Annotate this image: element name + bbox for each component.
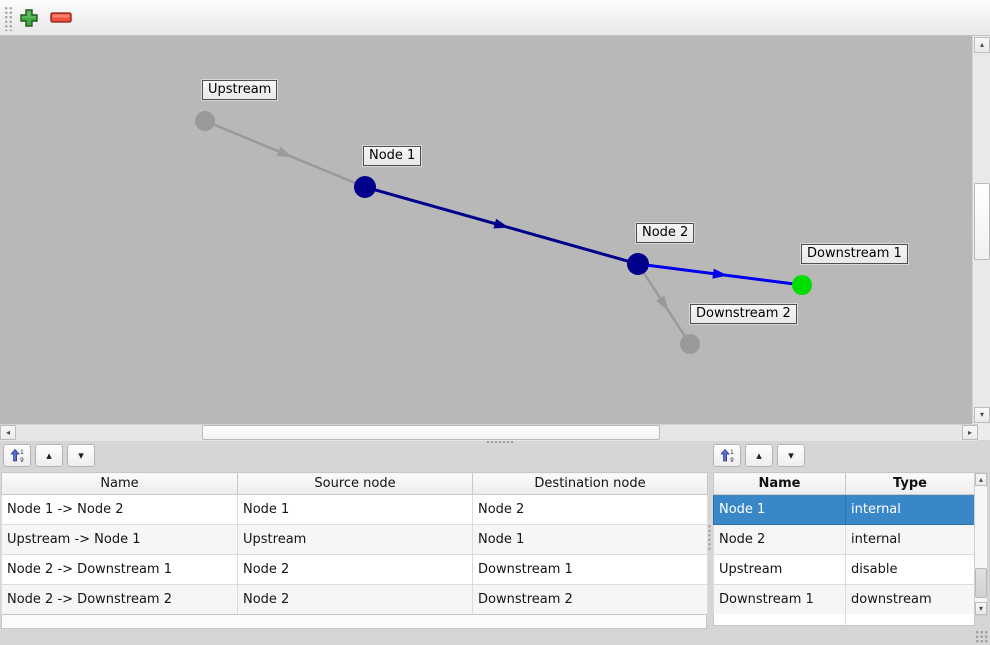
node-table-scroll-thumb[interactable] (975, 568, 987, 598)
scroll-left-button[interactable]: ◂ (0, 425, 16, 440)
scroll-down-button[interactable]: ▾ (975, 602, 987, 615)
edge-cell: Node 1 (237, 494, 473, 525)
svg-text:9: 9 (20, 458, 24, 463)
edge-table-bottom-strip (1, 614, 707, 629)
scroll-up-button[interactable]: ▴ (975, 473, 987, 486)
node-column-header-type[interactable]: Type (845, 472, 975, 495)
main-toolbar (0, 0, 990, 36)
graph-svg (195, 111, 812, 354)
edge-cell: Node 1 (472, 524, 708, 555)
edge-cell: Node 2 -> Downstream 1 (1, 554, 238, 585)
edge-cell: Downstream 1 (472, 554, 708, 585)
edge-cell: Node 2 (472, 494, 708, 525)
node-label-downstream2[interactable]: Downstream 2 (689, 303, 798, 325)
toolbar-drag-handle[interactable] (3, 5, 12, 31)
node-cell: Node 1 (713, 494, 846, 525)
node-table-toolbar: 1 9 ▴ ▾ (713, 444, 805, 468)
arrow-up-icon: ▴ (756, 450, 762, 462)
sort-edges-button[interactable]: 1 9 (3, 444, 31, 467)
move-edge-down-button[interactable]: ▾ (67, 444, 95, 467)
graph-node-upstream[interactable] (195, 111, 215, 131)
node-label-node2[interactable]: Node 2 (634, 222, 696, 244)
edge-column-header-source-node[interactable]: Source node (237, 472, 473, 495)
scroll-right-button[interactable]: ▸ (962, 425, 978, 440)
node-cell: disable (845, 554, 975, 585)
scroll-up-button[interactable]: ▴ (974, 37, 990, 53)
edge-column-header-name[interactable]: Name (1, 472, 238, 495)
scroll-down-button[interactable]: ▾ (974, 407, 990, 423)
move-node-up-button[interactable]: ▴ (745, 444, 773, 467)
node-label-node1[interactable]: Node 1 (361, 145, 423, 167)
plus-icon (20, 9, 38, 27)
node-cell: downstream (845, 584, 975, 615)
edge-cell: Node 2 -> Downstream 2 (1, 584, 238, 615)
graph-node-node1[interactable] (354, 176, 376, 198)
node-table-v-scrollbar[interactable]: ▴ ▾ (974, 472, 988, 616)
node-cell: internal (845, 524, 975, 555)
node-cell: Upstream (713, 554, 846, 585)
chevron-down-icon: ▾ (979, 410, 984, 419)
graph-node-downstream1[interactable] (792, 275, 812, 295)
chevron-right-icon: ▸ (967, 427, 972, 437)
canvas-v-scrollbar[interactable]: ▴ ▾ (972, 36, 990, 424)
chevron-up-icon: ▴ (978, 474, 983, 484)
remove-node-button[interactable] (48, 5, 74, 31)
node-label-downstream1[interactable]: Downstream 1 (800, 243, 909, 265)
scrollbar-corner (978, 424, 990, 440)
edge-column-header-destination-node[interactable]: Destination node (472, 472, 708, 495)
node-cell: internal (845, 494, 975, 525)
window-resize-grip[interactable] (975, 630, 988, 643)
edge-arrow-icon (655, 295, 669, 311)
canvas-v-scroll-thumb[interactable] (974, 183, 990, 260)
node-table-partial-row (713, 614, 975, 626)
arrow-down-icon: ▾ (78, 450, 84, 462)
svg-text:9: 9 (730, 458, 734, 463)
svg-text:1: 1 (20, 450, 24, 456)
edge-arrow-icon (276, 146, 293, 158)
canvas-h-scroll-thumb[interactable] (202, 425, 660, 440)
edge-cell: Upstream (237, 524, 473, 555)
edge-cell: Node 2 (237, 584, 473, 615)
minus-icon (50, 12, 72, 23)
sort-ascending-icon: 1 9 (719, 448, 734, 463)
edge-cell: Upstream -> Node 1 (1, 524, 238, 555)
graph-node-downstream2[interactable] (680, 334, 700, 354)
edge-cell: Node 1 -> Node 2 (1, 494, 238, 525)
add-node-button[interactable] (16, 5, 42, 31)
chevron-up-icon: ▴ (979, 40, 984, 49)
edge-arrow-icon (493, 218, 510, 229)
chevron-down-icon: ▾ (978, 603, 983, 613)
graph-node-node2[interactable] (627, 253, 649, 275)
arrow-up-icon: ▴ (46, 450, 52, 462)
canvas-h-scrollbar[interactable]: ◂ ▸ (0, 424, 978, 441)
svg-text:1: 1 (730, 450, 734, 456)
sort-ascending-icon: 1 9 (9, 448, 24, 463)
horizontal-pane-splitter[interactable] (707, 524, 712, 550)
sort-nodes-button[interactable]: 1 9 (713, 444, 741, 467)
edge-cell: Downstream 2 (472, 584, 708, 615)
edge-table-toolbar: 1 9 ▴ ▾ (3, 444, 95, 468)
arrow-down-icon: ▾ (788, 450, 794, 462)
node-label-upstream[interactable]: Upstream (200, 79, 279, 101)
edge-cell: Node 2 (237, 554, 473, 585)
node-cell: Node 2 (713, 524, 846, 555)
vertical-pane-splitter[interactable] (486, 440, 514, 444)
node-column-header-name[interactable]: Name (713, 472, 846, 495)
node-cell: Downstream 1 (713, 584, 846, 615)
move-node-down-button[interactable]: ▾ (777, 444, 805, 467)
edge-arrow-icon (712, 268, 728, 279)
move-edge-up-button[interactable]: ▴ (35, 444, 63, 467)
chevron-left-icon: ◂ (5, 427, 10, 437)
